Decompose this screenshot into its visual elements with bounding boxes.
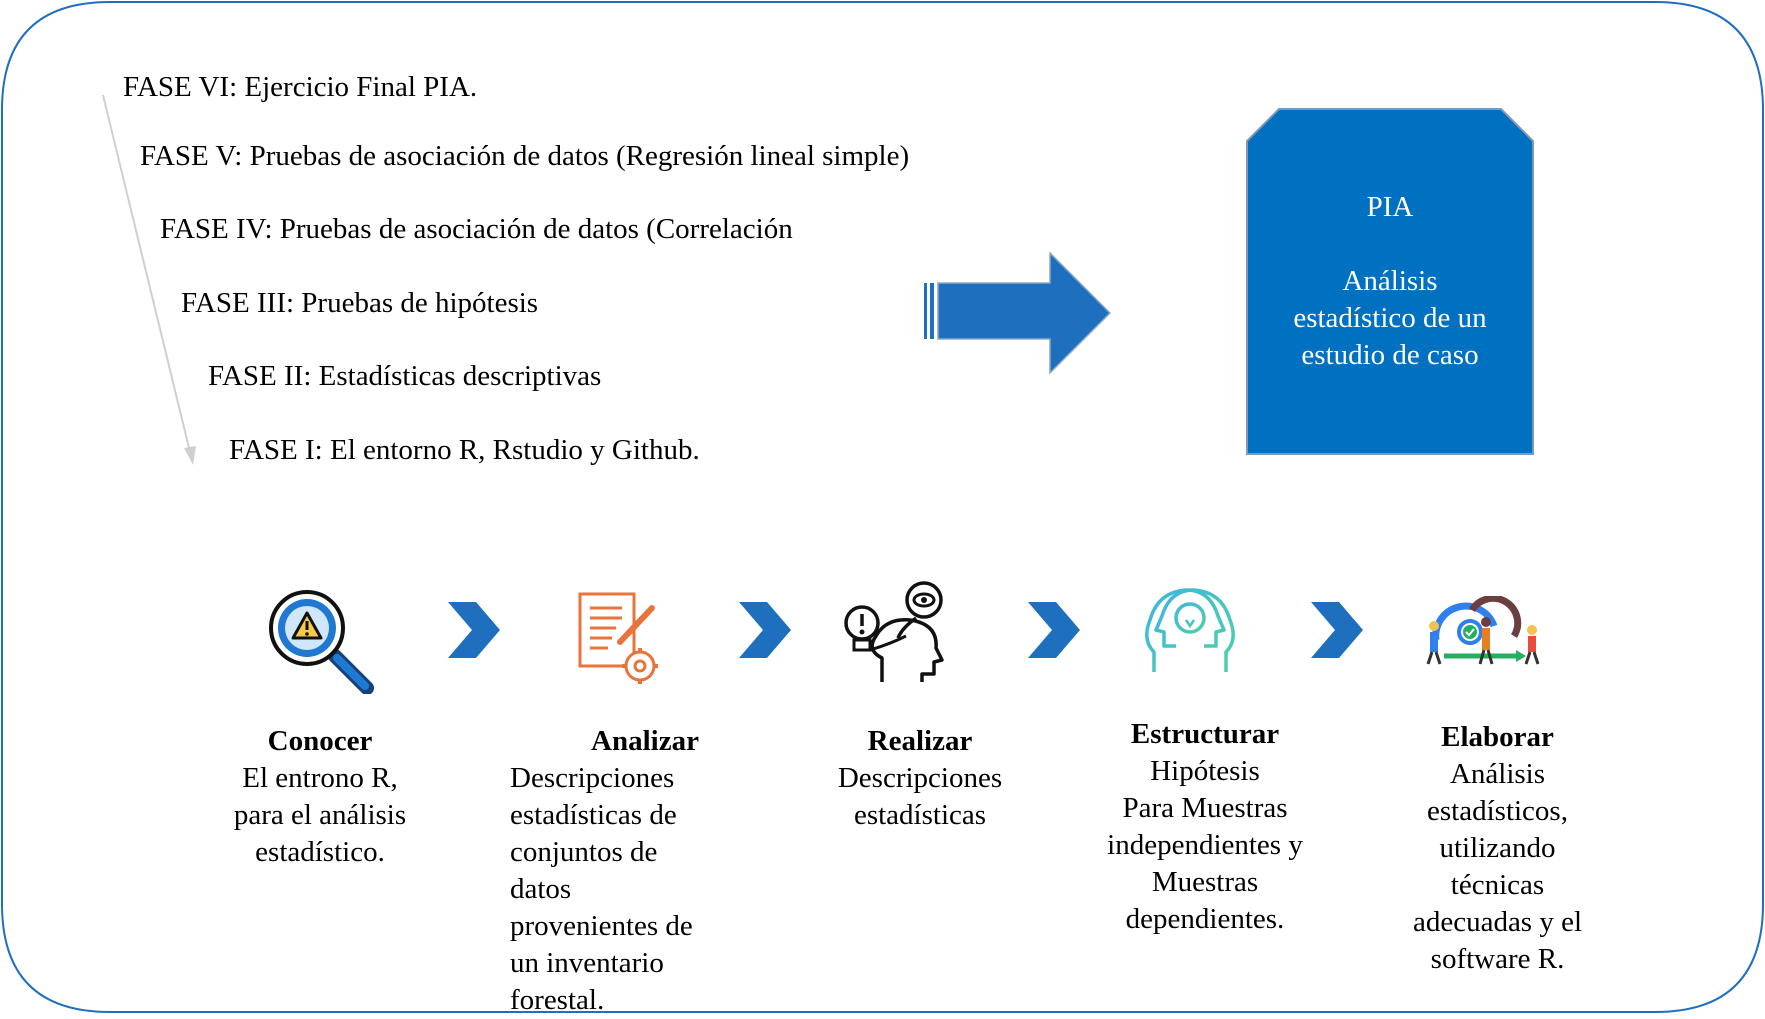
chevron-right-icon-2 bbox=[739, 602, 791, 658]
head-eye-thinking-icon bbox=[844, 581, 944, 682]
pia-content: PIA Análisis estadístico de un estudio d… bbox=[1246, 108, 1534, 455]
chevron-right-icon-1 bbox=[448, 602, 500, 658]
magnifier-warning-icon bbox=[269, 590, 374, 694]
step-conocer: Conocer El entrono R, para el análisis e… bbox=[205, 723, 435, 871]
step-description: Descripciones estadísticas de conjuntos … bbox=[510, 762, 693, 1016]
phase-item-1: FASE I: El entorno R, Rstudio y Github. bbox=[229, 434, 700, 466]
step-title: Realizar bbox=[867, 725, 973, 757]
pia-description: Análisis estadístico de un estudio de ca… bbox=[1293, 265, 1487, 371]
phase-item-3: FASE III: Pruebas de hipótesis bbox=[181, 287, 539, 319]
big-right-arrow bbox=[924, 251, 1112, 375]
phase-item-4: FASE IV: Pruebas de asociación de datos … bbox=[160, 213, 793, 245]
phase-item-5: FASE V: Pruebas de asociación de datos (… bbox=[140, 140, 910, 172]
step-title: Elaborar bbox=[1441, 721, 1554, 753]
document-pencil-gear-icon bbox=[578, 592, 658, 684]
pia-title: PIA bbox=[1366, 191, 1414, 223]
step-realizar: Realizar Descripciones estadísticas bbox=[800, 723, 1040, 834]
step-title: Estructurar bbox=[1130, 718, 1280, 750]
step-title: Conocer bbox=[267, 725, 373, 757]
phase-item-2: FASE II: Estadísticas descriptivas bbox=[208, 360, 602, 392]
step-elaborar: Elaborar Análisis estadísticos, utilizan… bbox=[1385, 719, 1610, 978]
pia-box bbox=[1246, 108, 1534, 455]
step-description: Análisis estadísticos, utilizando técnic… bbox=[1412, 758, 1583, 975]
step-description: El entrono R, para el análisis estadísti… bbox=[233, 762, 407, 868]
step-title: Analizar bbox=[591, 725, 699, 757]
phase-item-6: FASE VI: Ejercicio Final PIA. bbox=[123, 71, 478, 103]
step-description: Descripciones estadísticas bbox=[837, 762, 1003, 831]
chevron-right-icon-3 bbox=[1028, 602, 1080, 658]
step-description: Hipótesis Para Muestras independientes y… bbox=[1107, 755, 1303, 935]
team-process-cycle-icon bbox=[1426, 596, 1540, 665]
chevron-right-icon-4 bbox=[1311, 602, 1363, 658]
step-estructurar: Estructurar Hipótesis Para Muestras inde… bbox=[1085, 716, 1325, 938]
heads-lightbulb-icon bbox=[1145, 588, 1235, 672]
step-analizar: Analizar Descripciones estadísticas de c… bbox=[510, 723, 740, 1019]
